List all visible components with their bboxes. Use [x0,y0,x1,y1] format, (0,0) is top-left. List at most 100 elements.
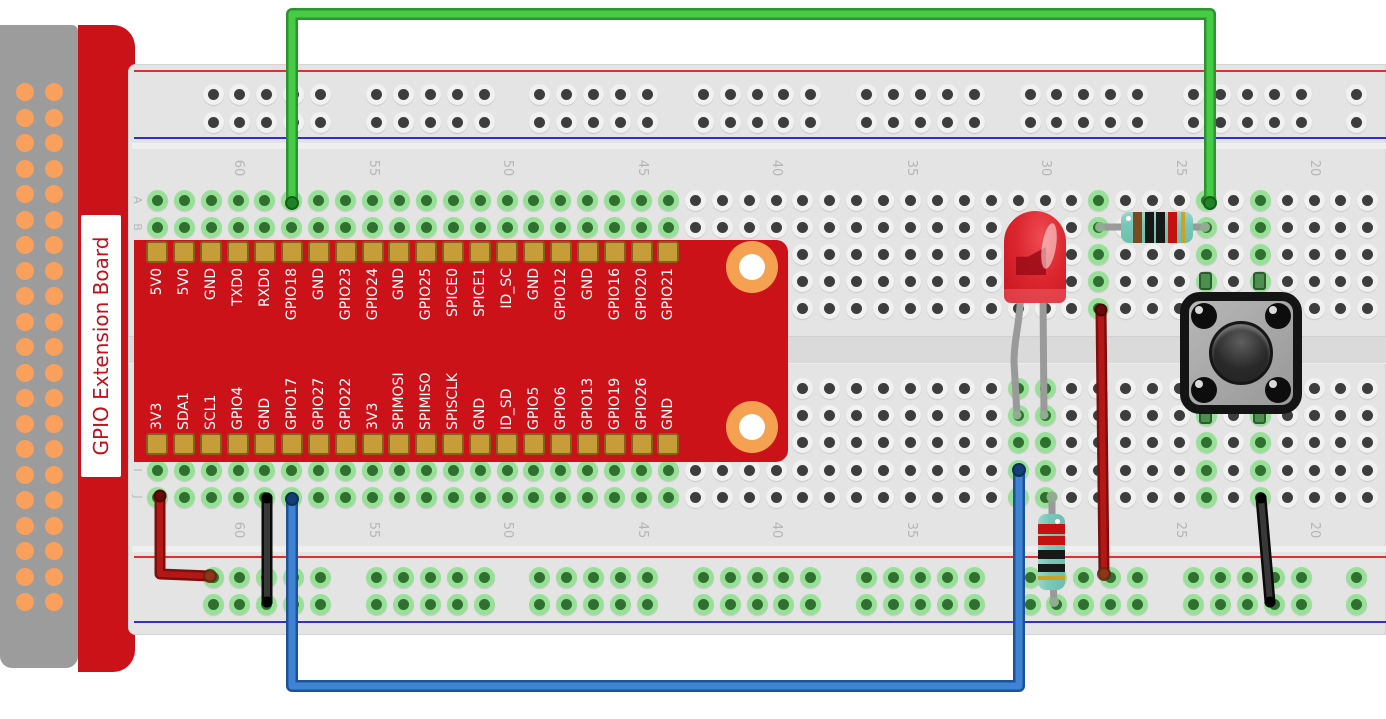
rail-hole [746,566,768,588]
board-pad-top [388,241,411,263]
pin-label-bottom: GPIO17 [283,377,300,430]
breadboard-hole [819,486,841,508]
board-pad-bottom [630,433,653,455]
resistor-220[interactable] [1038,514,1065,590]
breadboard-hole [1357,431,1379,453]
board-pad-top [361,241,384,263]
breadboard-hole [1142,243,1164,265]
rail-hole [1346,593,1368,615]
breadboard-hole [631,486,652,508]
breadboard-hole [1222,459,1244,481]
breadboard-hole [953,486,975,508]
breadboard-hole [980,404,1002,426]
breadboard-hole [926,431,948,453]
breadboard-hole [900,431,921,453]
rail-hole [1127,83,1149,105]
breadboard-hole [1303,431,1325,453]
breadboard-hole [980,486,1002,508]
ribbon-hole [45,593,63,611]
resistor-band-black [1156,212,1165,243]
rail-hole [719,83,741,105]
rail-hole [310,111,332,133]
breadboard-hole [1330,270,1352,292]
breadboard-hole [523,216,545,238]
rail-hole [1209,111,1231,133]
breadboard-hole [1007,377,1029,399]
ribbon-hole [45,516,63,535]
breadboard-hole [684,486,706,508]
breadboard-hole [1330,459,1352,481]
breadboard-hole [335,189,357,211]
ribbon-cable-connector[interactable] [0,25,78,668]
row-label: A [131,196,144,204]
breadboard-hole [1303,297,1325,319]
breadboard-hole [1115,297,1137,319]
ribbon-hole [16,83,34,101]
breadboard-hole [1169,431,1190,453]
breadboard-hole [953,270,975,292]
breadboard-hole [980,270,1002,292]
rail-hole [856,566,878,588]
rail-hole [473,593,495,615]
breadboard-hole [388,189,410,211]
breadboard-hole [308,189,330,211]
breadboard-hole [792,189,814,211]
breadboard-hole [1088,377,1110,399]
rail-hole [610,83,631,105]
rail-hole [692,593,714,615]
rail-hole [583,111,605,133]
breadboard-hole [281,189,303,211]
breadboard-hole [1330,431,1352,453]
breadboard-hole [1195,216,1217,238]
rail-hole [746,83,768,105]
mounting-hole [726,401,778,453]
board-pad-bottom [603,433,626,455]
rail-hole [719,593,741,615]
breadboard-hole [711,216,733,238]
breadboard-hole [926,243,948,265]
breadboard-hole [873,431,895,453]
breadboard-hole [1034,486,1056,508]
breadboard-hole [873,216,895,238]
rail-hole [1290,593,1312,615]
breadboard-hole [469,189,491,211]
rail-hole [1019,111,1041,133]
button-plunger[interactable] [1209,321,1273,385]
rail-hole [909,593,931,615]
ribbon-hole [45,363,63,382]
rail-hole [610,593,631,615]
ribbon-hole [16,261,34,280]
board-pad-top [415,241,438,263]
gpio-extension-board[interactable] [134,240,788,462]
rail-hole [636,111,658,133]
breadboard-hole [1222,189,1244,211]
rail-hole [883,111,904,133]
board-pad-top [200,241,223,263]
rail-hole [365,593,387,615]
breadboard-hole [1195,486,1217,508]
rail-hole [1046,593,1068,615]
breadboard-hole [1276,243,1298,265]
breadboard-hole [873,189,895,211]
ribbon-hole [45,465,63,484]
breadboard-hole [1303,404,1325,426]
breadboard-hole [469,459,491,481]
breadboard-hole [1195,243,1217,265]
rail-hole [1100,83,1122,105]
resistor-band-red [1168,212,1177,243]
ribbon-hole [16,210,34,229]
breadboard-hole [926,189,948,211]
rail-hole [256,111,278,133]
breadboard-hole [523,189,545,211]
board-pad-top [173,241,196,263]
resistor-10k[interactable] [1121,212,1193,243]
board-pad-bottom [549,433,572,455]
breadboard-hole [362,459,383,481]
breadboard-hole [819,216,841,238]
ribbon-hole [16,516,34,535]
breadboard-hole [846,459,868,481]
breadboard-hole [1330,243,1352,265]
column-label: 60 [231,159,246,177]
led[interactable] [1004,211,1066,303]
breadboard-hole [792,297,814,319]
